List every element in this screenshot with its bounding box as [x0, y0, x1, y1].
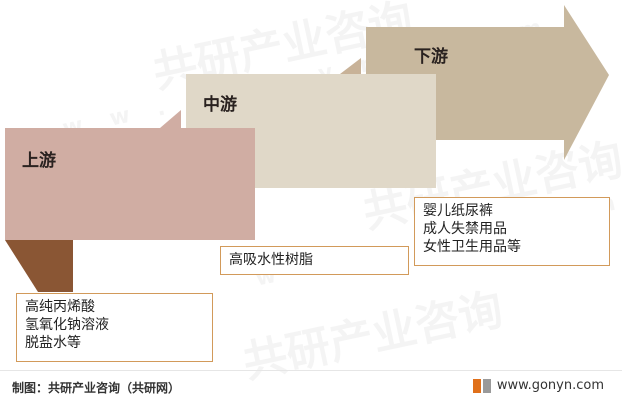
midstream-items-box: 高吸水性树脂 [220, 246, 409, 275]
midstream-top-fold [340, 58, 361, 74]
upstream-item: 氢氧化钠溶液 [25, 317, 109, 333]
midstream-item: 高吸水性树脂 [229, 252, 313, 268]
footer-site-url: www.gonyn.com [496, 378, 604, 393]
downstream-item: 婴儿纸尿裤 [423, 203, 493, 219]
upstream-item: 高纯丙烯酸 [25, 299, 95, 315]
midstream-title: 中游 [203, 95, 237, 115]
footer-divider [0, 370, 622, 371]
footer-source: 制图：共研产业咨询（共研网） [12, 381, 181, 395]
upstream-items-box: 高纯丙烯酸 氢氧化钠溶液 脱盐水等 [16, 293, 213, 362]
downstream-item: 成人失禁用品 [423, 221, 507, 237]
upstream-title: 上游 [22, 151, 56, 171]
upstream-tail [5, 240, 73, 292]
downstream-title: 下游 [414, 47, 448, 67]
downstream-items-box: 婴儿纸尿裤 成人失禁用品 女性卫生用品等 [414, 197, 610, 266]
upstream-top-fold [160, 110, 181, 128]
downstream-item: 女性卫生用品等 [423, 239, 521, 255]
gonyn-logo-icon [472, 378, 491, 393]
upstream-item: 脱盐水等 [25, 335, 81, 351]
upstream-panel [5, 128, 255, 240]
footer-site: www.gonyn.com [472, 378, 604, 393]
